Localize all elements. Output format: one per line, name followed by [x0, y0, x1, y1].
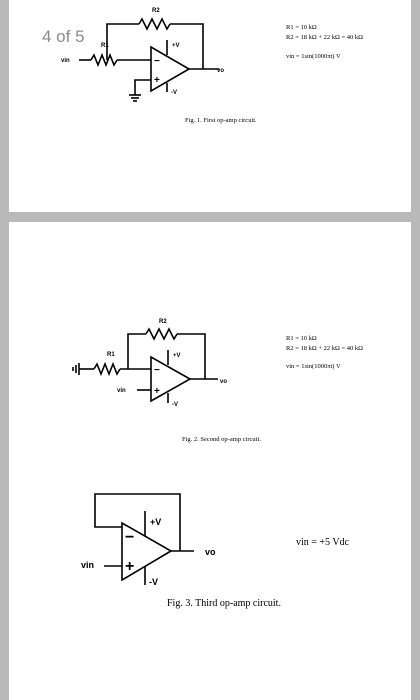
page-counter: 4 of 5	[42, 27, 85, 46]
vin-label: vin	[61, 58, 70, 64]
r1-resistor	[90, 52, 118, 68]
feedback-wire-right	[170, 23, 204, 69]
op-amp-plus-label: +	[154, 386, 160, 397]
figure-caption-3: Fig. 3. Third op-amp circuit.	[167, 598, 281, 609]
component-note-vin: vin = 1sin(1000πt) V	[286, 363, 341, 370]
r2-resistor	[145, 327, 178, 341]
component-note-r1: R1 = 10 kΩ	[286, 24, 317, 31]
component-note-r2: R2 = 18 kΩ + 22 kΩ = 40 kΩ	[286, 34, 363, 41]
fig3-op-amp-minus-label: −	[125, 529, 134, 546]
r2-resistor	[138, 17, 171, 31]
figure-caption-1: Fig. 1. First op-amp circuit.	[185, 117, 257, 124]
fig3-op-amp-plus-label: +	[125, 558, 134, 575]
r1-label: R1	[101, 43, 109, 49]
feedback-wire-left	[106, 23, 139, 60]
r2-label: R2	[152, 8, 160, 14]
fig3-supply-plus-label: +V	[150, 517, 161, 527]
vo-label: vo	[220, 379, 227, 385]
fig3-feedback-wire	[94, 493, 181, 551]
supply-minus-label: -V	[171, 90, 177, 96]
fig3-vo-label: vo	[205, 547, 216, 557]
supply-plus-label: +V	[172, 43, 180, 49]
vo-label: vo	[217, 68, 224, 74]
r2-label: R2	[159, 319, 167, 325]
component-note-r2: R2 = 18 kΩ + 22 kΩ = 40 kΩ	[286, 345, 363, 352]
supply-minus-label: -V	[172, 402, 178, 408]
document-page-1: 4 of 5 R2 R1 vin − + +V -V vo R1 = 10 kΩ…	[9, 0, 411, 212]
document-page-2: R2 R1 − + +V -V vin vo − + +V -V vin	[9, 222, 411, 700]
supply-plus-label: +V	[173, 353, 181, 359]
ground-wire	[134, 79, 151, 95]
feedback-wire-right	[177, 333, 206, 379]
figure-caption-2: Fig. 2. Second op-amp circuit.	[182, 436, 261, 443]
fig3-op-amp-triangle	[121, 521, 173, 582]
op-amp-triangle	[150, 45, 191, 93]
op-amp-plus-label: +	[154, 75, 160, 86]
feedback-wire-left	[127, 333, 146, 369]
fig3-note-vin: vin = +5 Vdc	[296, 537, 350, 548]
component-note-r1: R1 = 10 kΩ	[286, 335, 317, 342]
fig3-supply-minus-label: -V	[149, 577, 158, 587]
vin-label: vin	[117, 388, 126, 394]
component-note-vin: vin = 1sin(1000πt) V	[286, 53, 341, 60]
circuit-diagram-fig2: R2 R1 − + +V -V vin vo − + +V -V vin	[72, 319, 227, 587]
op-amp-minus-label: −	[154, 365, 160, 376]
r1-resistor	[93, 361, 121, 377]
op-amp-minus-label: −	[154, 56, 160, 67]
fig3-vin-label: vin	[81, 560, 94, 570]
r1-label: R1	[107, 352, 115, 358]
op-amp-triangle	[150, 355, 192, 403]
circuit-diagram-fig1: R2 R1 vin − + +V -V vo	[61, 8, 224, 102]
